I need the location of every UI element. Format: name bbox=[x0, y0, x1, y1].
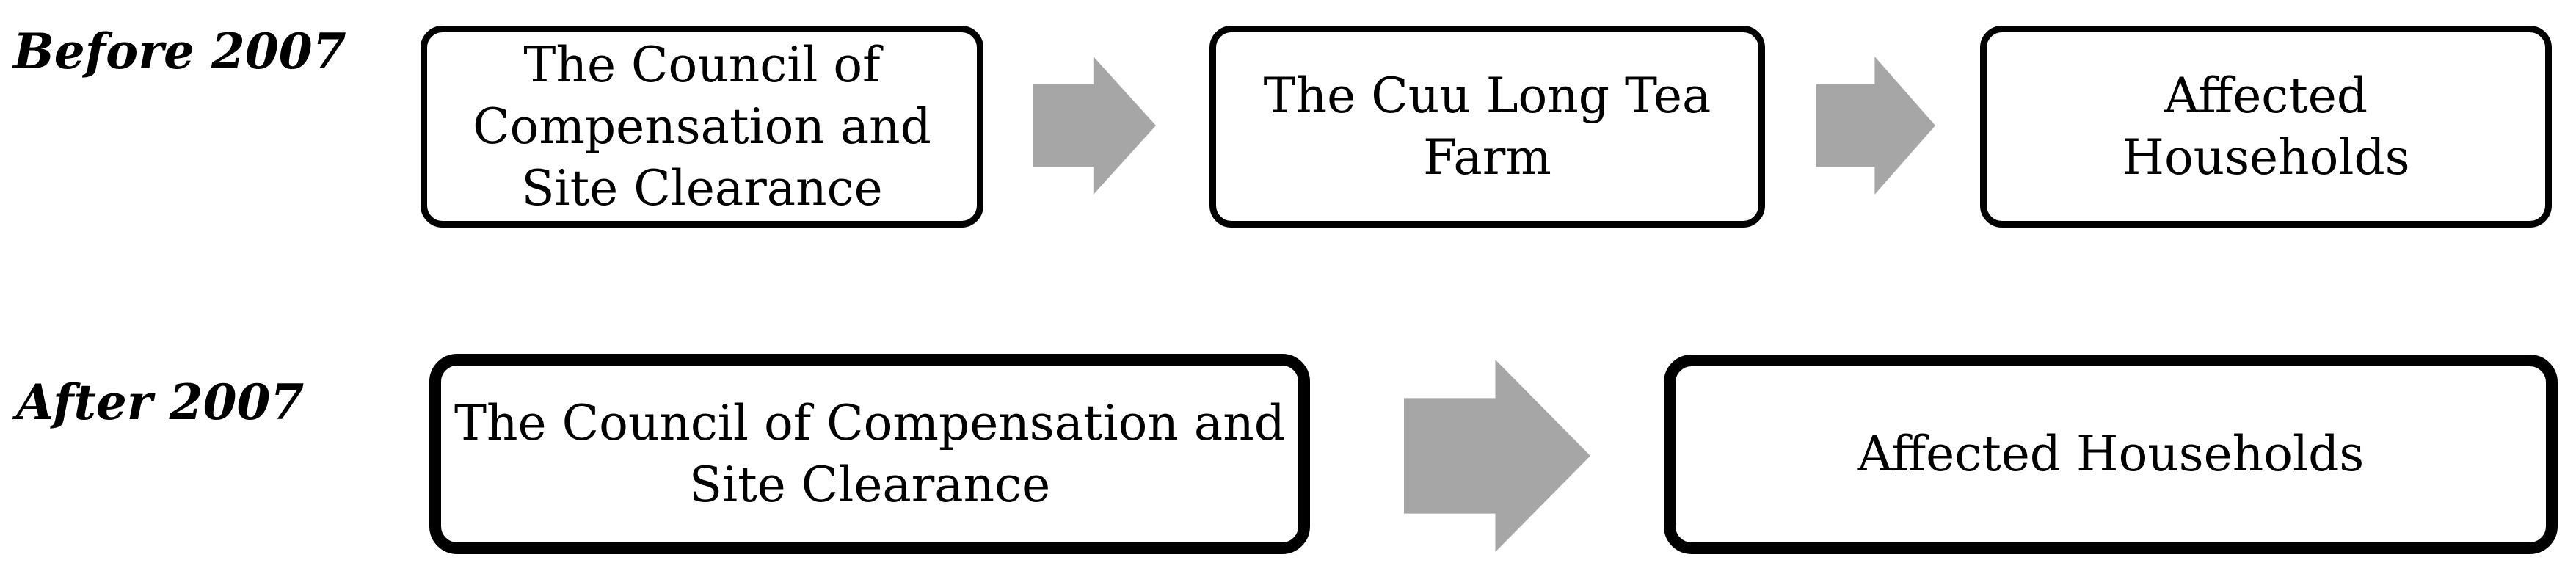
right-arrow-icon bbox=[1816, 57, 1935, 195]
box-cuu-long-tea-farm: The Cuu Long Tea Farm bbox=[1209, 26, 1765, 228]
box-cuu-long-tea-farm-text: The Cuu Long Tea Farm bbox=[1263, 67, 1711, 186]
box-council-of-compensation-after-text: The Council of Compensation and Site Cle… bbox=[454, 394, 1285, 513]
right-arrow-icon bbox=[1033, 57, 1156, 195]
box-council-of-compensation-before: The Council of Compensation and Site Cle… bbox=[421, 26, 983, 228]
box-council-of-compensation-before-text: The Council of Compensation and Site Cle… bbox=[473, 36, 931, 217]
box-affected-households-before-text: Affected Households bbox=[2122, 67, 2410, 186]
row-label-before-2007: Before 2007 bbox=[13, 23, 346, 80]
box-affected-households-after: Affected Households bbox=[1664, 355, 2558, 554]
box-council-of-compensation-after: The Council of Compensation and Site Cle… bbox=[429, 354, 1310, 554]
right-arrow-icon bbox=[1404, 360, 1590, 552]
box-affected-households-before: Affected Households bbox=[1980, 26, 2552, 228]
box-affected-households-after-text: Affected Households bbox=[1857, 426, 2365, 482]
row-label-after-2007: After 2007 bbox=[16, 374, 305, 431]
